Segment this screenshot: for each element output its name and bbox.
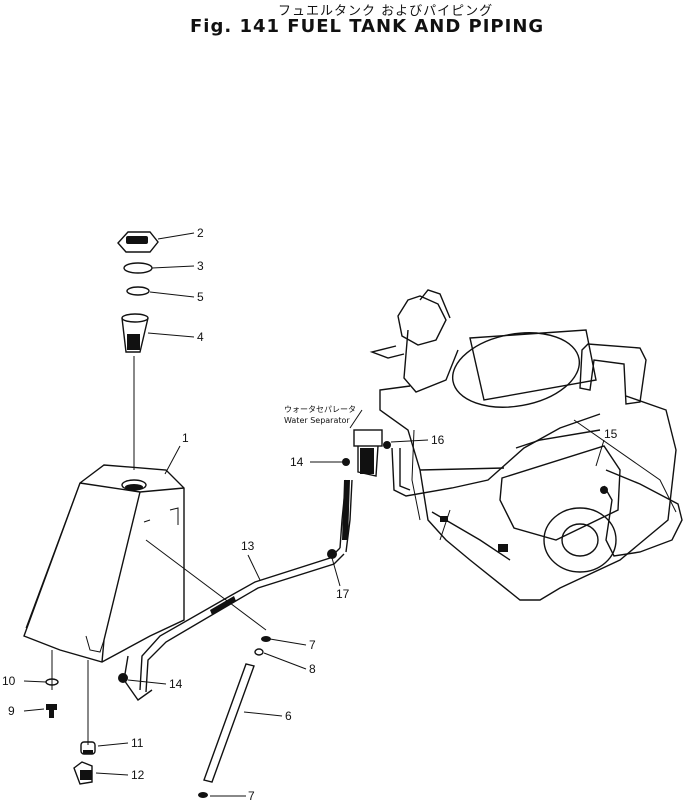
drain-cock [73,761,93,785]
callout-label: 1 [182,431,189,445]
callout-label: 14 [169,677,183,691]
callout-label: 16 [431,433,445,447]
water-separator [342,429,383,477]
callout-label: 5 [197,290,204,304]
fuel-tank [23,464,185,663]
callout-label: 8 [309,662,316,676]
water-separator-label-jp: ウォータセパレータ [284,405,356,414]
callout-label: 12 [131,768,145,782]
fuel-pipe [123,479,353,701]
o-ring [126,286,150,296]
hose-washer [254,648,264,656]
callout-label: 13 [241,539,255,553]
drain-bolt [46,704,57,718]
callout-label: 2 [197,226,204,240]
callout-label: 7 [309,638,316,652]
gasket-ring [123,262,153,274]
hose-fitting-upper [261,636,271,642]
drain-valve [80,741,96,755]
figure-title-japanese: フュエルタンク およびパイピング [278,4,494,19]
filler-cap [117,231,159,253]
callout-label: 17 [336,587,350,601]
fuel-hose [203,663,255,783]
hose-fitting-lower [198,792,208,798]
callout-label: 7 [248,789,255,803]
water-separator-label: Water Separator [284,416,350,425]
lower-clamp [118,673,128,683]
figure-title: Fig. 141 FUEL TANK AND PIPING [190,16,545,37]
callout-label: 11 [131,736,144,750]
engine [369,289,683,601]
leader-lines [23,232,605,797]
callout-label: 10 [2,674,16,688]
pipe-clamp [327,549,337,559]
callout-label: 14 [290,455,304,469]
callout-label: 3 [197,259,204,273]
callout-label: 15 [604,427,618,441]
callout-label: 6 [285,709,292,723]
pipe-route-line [145,539,267,631]
callout-label: 9 [8,704,15,718]
strainer [121,313,149,353]
callout-label: 4 [197,330,204,344]
